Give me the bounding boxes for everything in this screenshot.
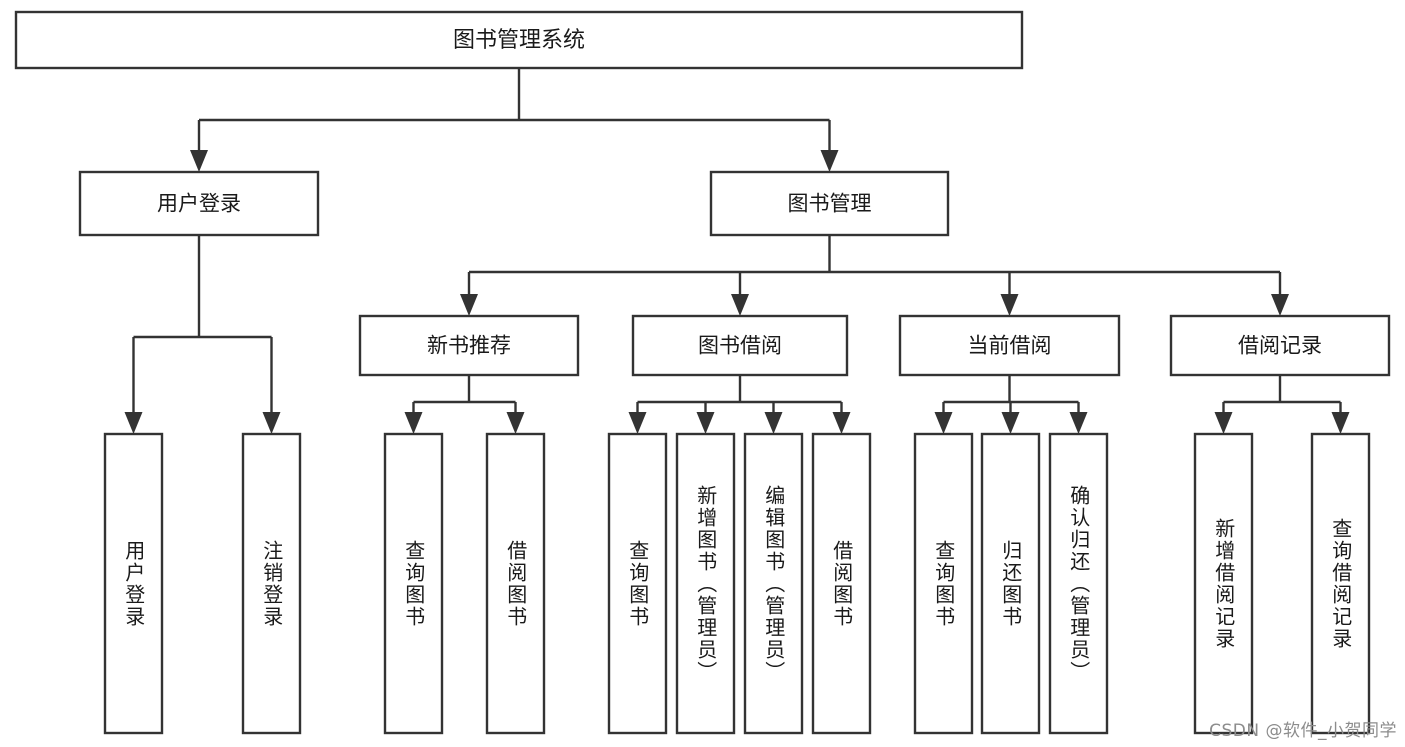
node-label-borrow-record: 借阅记录 — [1238, 334, 1322, 358]
connectors-layer — [124, 68, 1350, 434]
arrow-head-new-book-recommend — [460, 294, 478, 316]
arrow-head-leaf-return-book — [1001, 412, 1020, 434]
arrow-head-leaf-add-borrow-record — [1214, 412, 1233, 434]
node-box-borrow-record[interactable] — [1169, 314, 1391, 377]
node-box-leaf-logout[interactable] — [241, 432, 302, 735]
node-box-leaf-user-login[interactable] — [103, 432, 164, 735]
node-label-new-book-recommend: 新书推荐 — [427, 334, 511, 358]
csdn-watermark: CSDN @软件_小贺同学 — [1209, 721, 1397, 741]
node-box-current-borrow[interactable] — [898, 314, 1121, 377]
arrow-head-current-borrow — [1000, 294, 1019, 316]
arrow-head-book-borrow — [731, 294, 749, 316]
arrow-head-leaf-query-book-current — [934, 412, 953, 434]
node-box-leaf-add-borrow-record[interactable] — [1193, 432, 1254, 735]
node-label-root: 图书管理系统 — [453, 28, 585, 53]
node-label-user-login: 用户登录 — [157, 192, 241, 216]
arrow-head-leaf-add-book — [696, 412, 715, 434]
arrow-head-user-login — [190, 150, 208, 172]
node-box-leaf-query-book-borrow[interactable] — [607, 432, 668, 735]
node-box-book-borrow[interactable] — [631, 314, 849, 377]
node-box-leaf-query-book-recommend[interactable] — [383, 432, 444, 735]
node-label-book-borrow: 图书借阅 — [698, 334, 782, 358]
arrow-head-leaf-logout — [262, 412, 281, 434]
arrow-head-leaf-edit-book — [764, 412, 783, 434]
arrow-head-leaf-borrow-book-recommend — [506, 412, 525, 434]
node-boxes-layer — [14, 10, 1391, 735]
node-box-leaf-add-book[interactable] — [675, 432, 736, 735]
arrow-head-leaf-borrow-book — [832, 412, 851, 434]
node-box-root[interactable] — [14, 10, 1024, 70]
node-label-current-borrow: 当前借阅 — [968, 334, 1052, 358]
arrow-head-leaf-user-login — [124, 412, 143, 434]
arrow-head-borrow-record — [1271, 294, 1289, 316]
node-box-new-book-recommend[interactable] — [358, 314, 580, 377]
arrow-head-leaf-query-borrow-record — [1331, 412, 1350, 434]
node-label-book-manage: 图书管理 — [788, 192, 872, 216]
arrow-head-leaf-query-book-recommend — [404, 412, 423, 434]
node-box-leaf-return-book[interactable] — [980, 432, 1041, 735]
node-box-user-login[interactable] — [78, 170, 320, 237]
node-box-leaf-confirm-return[interactable] — [1048, 432, 1109, 735]
arrow-head-book-manage — [820, 150, 839, 172]
node-box-leaf-query-borrow-record[interactable] — [1310, 432, 1371, 735]
arrow-head-leaf-confirm-return — [1069, 412, 1088, 434]
node-box-leaf-query-book-current[interactable] — [913, 432, 974, 735]
arrow-head-leaf-query-book-borrow — [628, 412, 647, 434]
node-box-leaf-borrow-book-recommend[interactable] — [485, 432, 546, 735]
node-box-leaf-edit-book[interactable] — [743, 432, 804, 735]
node-box-book-manage[interactable] — [709, 170, 950, 237]
node-box-leaf-borrow-book[interactable] — [811, 432, 872, 735]
